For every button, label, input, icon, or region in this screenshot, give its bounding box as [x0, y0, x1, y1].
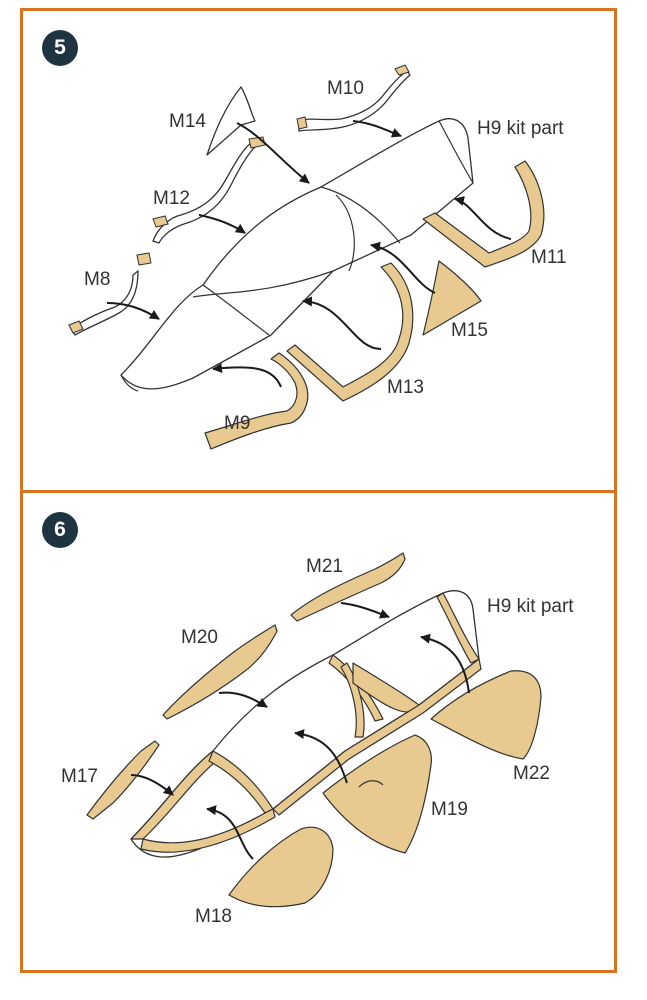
label-m13: M13 [387, 377, 424, 398]
mask-m21 [290, 552, 406, 622]
canopy-masked [130, 590, 482, 858]
mask-m14 [206, 86, 256, 156]
mask-m11 [422, 160, 545, 268]
label-m21: M21 [306, 556, 343, 577]
label-m17: M17 [61, 766, 98, 787]
label-m19: M19 [431, 799, 468, 820]
step-6-illustration: M21 H9 kit part M20 M17 M22 M19 M18 [61, 552, 574, 927]
mask-m19 [322, 734, 432, 854]
mask-m8 [68, 252, 152, 336]
step-number-badge: 6 [42, 512, 78, 548]
mask-m22 [430, 670, 542, 760]
mask-m20 [162, 624, 278, 720]
assembly-arrows [106, 120, 512, 388]
label-m12: M12 [153, 188, 190, 209]
mask-m15 [422, 260, 482, 336]
label-m15: M15 [451, 320, 488, 341]
label-m22: M22 [513, 763, 550, 784]
mask-m17 [86, 740, 160, 820]
mask-m9 [204, 352, 309, 450]
label-m20: M20 [181, 627, 218, 648]
label-m10: M10 [327, 78, 364, 99]
mask-m13 [286, 262, 414, 402]
label-m11: M11 [531, 247, 567, 268]
step-5-panel: 5 [20, 8, 617, 493]
label-h9-kit-part: H9 kit part [477, 118, 564, 139]
canopy-glass [120, 118, 474, 392]
label-m9: M9 [224, 413, 250, 434]
step-number-badge: 5 [42, 30, 78, 66]
step-6-panel: 6 [20, 490, 617, 973]
mask-m10 [296, 64, 411, 132]
label-m18: M18 [195, 906, 232, 927]
label-m14: M14 [169, 111, 206, 132]
label-h9-kit-part: H9 kit part [487, 596, 574, 617]
step-5-illustration: M10 M14 H9 kit part M12 M11 M8 M15 M13 M… [68, 64, 567, 450]
mask-m18 [228, 826, 334, 908]
label-m8: M8 [84, 269, 110, 290]
assembly-arrows [130, 602, 470, 860]
